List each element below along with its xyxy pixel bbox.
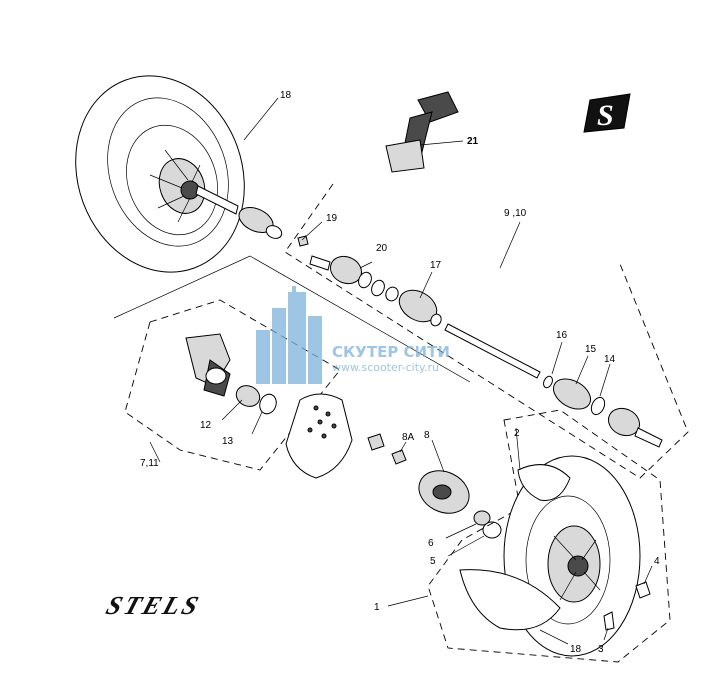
callout-2: 2 bbox=[514, 428, 520, 439]
callout-4: 4 bbox=[654, 556, 660, 567]
callout-20: 20 bbox=[376, 243, 388, 254]
callout-6: 6 bbox=[428, 538, 434, 549]
callout-21: 21 bbox=[467, 136, 479, 147]
callout-numbers: 18 21 9 ,10 19 20 17 16 15 14 12 13 7,11… bbox=[140, 90, 660, 655]
callout-19: 19 bbox=[326, 213, 338, 224]
callout-13: 13 bbox=[222, 436, 234, 447]
callout-15: 15 bbox=[585, 344, 597, 355]
callout-8a: 8A bbox=[402, 432, 415, 443]
part-21-housing bbox=[385, 91, 464, 173]
brake-disc bbox=[285, 393, 353, 479]
brand-s-logo: S bbox=[583, 93, 631, 133]
watermark-title: СКУТЕР СИТИ bbox=[332, 343, 450, 361]
hub-parts bbox=[367, 433, 502, 557]
scooter-city-watermark: СКУТЕР СИТИ www.scooter-city.ru bbox=[256, 286, 450, 384]
knuckle-parts bbox=[185, 333, 277, 435]
callout-14: 14 bbox=[604, 354, 616, 365]
upper-wheel-assembly bbox=[75, 75, 283, 273]
callout-3: 3 bbox=[598, 644, 604, 655]
callout-18-bottom: 18 bbox=[570, 644, 582, 655]
stels-wordmark: STELS bbox=[103, 591, 205, 620]
callout-8: 8 bbox=[424, 430, 430, 441]
callout-18-top: 18 bbox=[280, 90, 292, 101]
logo-letter: S bbox=[597, 99, 614, 132]
callout-17: 17 bbox=[430, 260, 442, 271]
driveshaft-parts bbox=[297, 221, 663, 448]
lower-wheel-assembly bbox=[387, 409, 671, 663]
driveshaft-group-box bbox=[284, 183, 689, 479]
callout-5: 5 bbox=[430, 556, 436, 567]
callout-9-10: 9 ,10 bbox=[504, 208, 527, 219]
knuckle-group-box bbox=[113, 255, 471, 471]
callout-16: 16 bbox=[556, 330, 568, 341]
callout-7-11: 7,11 bbox=[140, 458, 159, 469]
watermark-url: www.scooter-city.ru bbox=[332, 361, 439, 374]
callout-1: 1 bbox=[374, 602, 380, 613]
callout-12: 12 bbox=[200, 420, 212, 431]
